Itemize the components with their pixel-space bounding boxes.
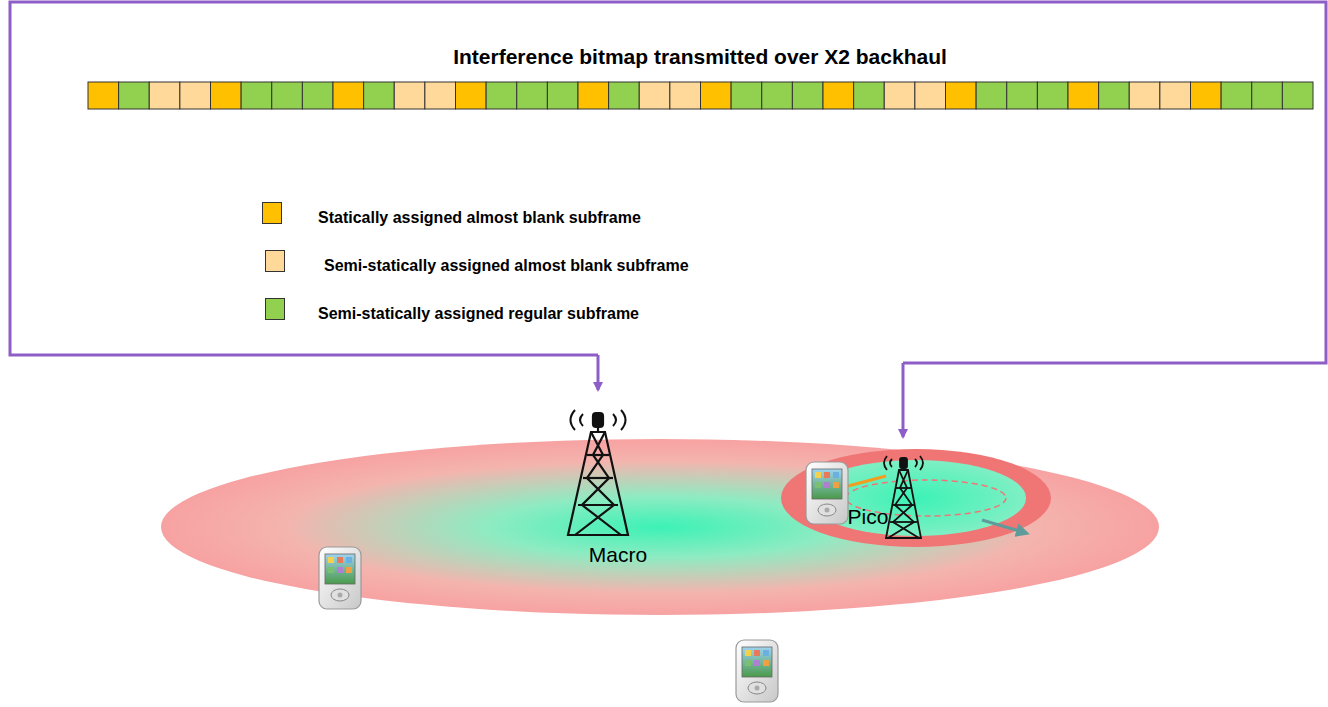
legend-swatch (265, 298, 285, 320)
subframe-bitmap (88, 82, 1313, 109)
subframe-cell (333, 82, 364, 109)
subframe-cell (731, 82, 762, 109)
backhaul-arrow (597, 355, 600, 390)
subframe-cell (149, 82, 180, 109)
legend-text: Statically assigned almost blank subfram… (318, 209, 641, 227)
subframe-cell (486, 82, 517, 109)
cell-label-box: Macro (589, 543, 647, 567)
subframe-cell (456, 82, 487, 109)
diagram-title: Interference bitmap transmitted over X2 … (453, 45, 947, 69)
legend-swatch (265, 250, 285, 272)
subframe-cell (119, 82, 150, 109)
subframe-cell (1282, 82, 1313, 109)
subframe-cell (976, 82, 1007, 109)
subframe-cell (1221, 82, 1252, 109)
user-phone (736, 640, 778, 702)
subframe-cell (1160, 82, 1191, 109)
expansion-arrow (982, 520, 1026, 533)
backhaul-arrow (902, 363, 905, 437)
subframe-cell (211, 82, 242, 109)
user-phone (319, 547, 361, 609)
subframe-cell (1068, 82, 1099, 109)
subframe-cell (1129, 82, 1160, 109)
pico-tower (884, 456, 923, 538)
subframe-cell (609, 82, 640, 109)
subframe-cell (639, 82, 670, 109)
subframe-cell (578, 82, 609, 109)
subframe-cell (854, 82, 885, 109)
subframe-cell (394, 82, 425, 109)
cell-label: Macro (589, 543, 647, 567)
subframe-cell (1191, 82, 1222, 109)
user-phone (806, 462, 848, 524)
legend-item: Semi-statically assigned almost blank su… (324, 257, 689, 275)
subframe-cell (915, 82, 946, 109)
subframe-cell (792, 82, 823, 109)
macro-tower (568, 410, 628, 535)
subframe-cell (425, 82, 456, 109)
subframe-cell (364, 82, 395, 109)
legend-text: Semi-statically assigned almost blank su… (324, 257, 689, 275)
subframe-cell (302, 82, 333, 109)
subframe-cell (701, 82, 732, 109)
legend-item: Statically assigned almost blank subfram… (318, 209, 641, 227)
subframe-cell (1252, 82, 1283, 109)
subframe-cell (946, 82, 977, 109)
subframe-cell (547, 82, 578, 109)
subframe-cell (88, 82, 119, 109)
panel-border (10, 2, 1326, 363)
cell-label: Pico (848, 505, 889, 529)
subframe-cell (1037, 82, 1068, 109)
subframe-cell (180, 82, 211, 109)
subframe-cell (1007, 82, 1038, 109)
subframe-cell (884, 82, 915, 109)
subframe-cell (272, 82, 303, 109)
subframe-cell (1099, 82, 1130, 109)
cell-label-box: Pico (848, 505, 889, 529)
subframe-cell (670, 82, 701, 109)
legend-swatch (262, 202, 282, 224)
subframe-cell (517, 82, 548, 109)
legend-item: Semi-statically assigned regular subfram… (318, 305, 639, 323)
subframe-cell (762, 82, 793, 109)
subframe-cell (823, 82, 854, 109)
subframe-cell (241, 82, 272, 109)
title-box: Interference bitmap transmitted over X2 … (453, 45, 947, 69)
legend-text: Semi-statically assigned regular subfram… (318, 305, 639, 323)
